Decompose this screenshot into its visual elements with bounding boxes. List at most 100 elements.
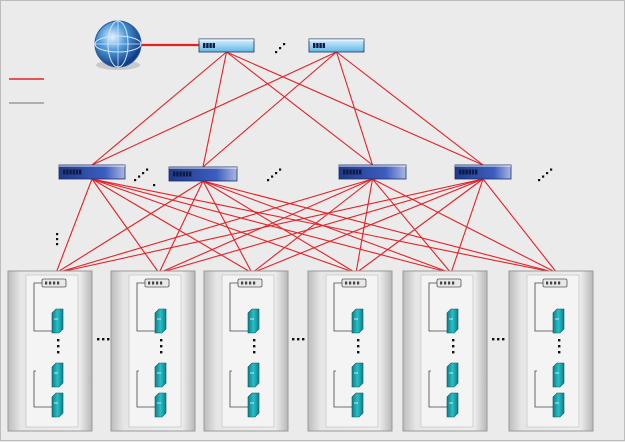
core-switch-1 bbox=[198, 38, 255, 53]
core-switch-2 bbox=[308, 38, 365, 53]
agg-ellipsis-2 bbox=[267, 168, 282, 182]
rack-5 bbox=[402, 270, 488, 432]
server-icon bbox=[154, 392, 167, 418]
server-icon bbox=[247, 362, 260, 388]
agg-rack-link bbox=[202, 180, 253, 274]
core-agg-link bbox=[335, 51, 374, 166]
core-agg-link bbox=[91, 51, 227, 166]
agg-rack-link bbox=[91, 178, 160, 274]
server-icon bbox=[247, 392, 260, 418]
rack-ellipsis-dot bbox=[57, 351, 60, 354]
rack-1 bbox=[7, 270, 93, 432]
tor-switch-icon bbox=[436, 278, 462, 288]
vertical-ellipsis bbox=[56, 233, 59, 246]
agg-rack-link bbox=[55, 180, 204, 274]
agg-rack-link bbox=[158, 178, 484, 274]
agg-ellipsis-1 bbox=[134, 168, 149, 182]
server-icon bbox=[552, 308, 565, 334]
agg-rack-link bbox=[251, 178, 373, 274]
core-agg-link bbox=[226, 51, 373, 166]
core-layer bbox=[198, 38, 365, 53]
server-icon bbox=[154, 308, 167, 334]
server-icon bbox=[552, 392, 565, 418]
tor-switch-icon bbox=[144, 278, 170, 288]
core-agg-link bbox=[336, 51, 484, 166]
server-icon bbox=[247, 308, 260, 334]
rack-layer bbox=[7, 270, 594, 432]
agg-rack-link bbox=[91, 178, 357, 274]
rack-ellipsis bbox=[492, 338, 505, 341]
rack-ellipsis-dot bbox=[357, 351, 360, 354]
agg-rack-link bbox=[355, 178, 484, 274]
tor-switch-icon bbox=[41, 278, 67, 288]
tor-switch-icon bbox=[542, 278, 568, 288]
core-agg-link bbox=[202, 51, 337, 168]
server-icon bbox=[446, 392, 459, 418]
rack-ellipsis-dot bbox=[452, 351, 455, 354]
rack-ellipsis-dot bbox=[253, 351, 256, 354]
tor-switch-icon bbox=[237, 278, 263, 288]
rack-3 bbox=[203, 270, 289, 432]
rack-ellipsis-dot bbox=[357, 339, 360, 342]
rack-4 bbox=[307, 270, 393, 432]
agg-rack-link bbox=[372, 178, 452, 274]
rack-ellipsis bbox=[292, 338, 305, 341]
globe-icon bbox=[94, 20, 142, 70]
rack-ellipsis-dot bbox=[452, 339, 455, 342]
agg-rack-link bbox=[55, 178, 93, 274]
rack-ellipsis-dot bbox=[558, 345, 561, 348]
rack-ellipsis-dot bbox=[253, 345, 256, 348]
agg-switch-3 bbox=[338, 164, 407, 180]
rack-ellipsis-dot bbox=[558, 351, 561, 354]
core-agg-link bbox=[202, 51, 228, 168]
agg-rack-link bbox=[202, 180, 452, 274]
agg-ellipsis-3 bbox=[538, 168, 553, 182]
rack-ellipsis-dot bbox=[160, 345, 163, 348]
core-ellipsis bbox=[275, 43, 286, 54]
agg-rack-link bbox=[482, 178, 558, 274]
rack-ellipsis-dot bbox=[253, 339, 256, 342]
rack-ellipsis-dot bbox=[558, 339, 561, 342]
agg-ellipsis-dot bbox=[153, 184, 156, 187]
agg-rack-link bbox=[158, 180, 204, 274]
aggregation-layer bbox=[58, 164, 512, 182]
server-icon bbox=[51, 308, 64, 334]
server-icon bbox=[446, 362, 459, 388]
agg-rack-link bbox=[202, 180, 558, 274]
rack-ellipsis-dot bbox=[160, 351, 163, 354]
server-icon bbox=[351, 392, 364, 418]
server-icon bbox=[351, 362, 364, 388]
server-icon bbox=[51, 392, 64, 418]
agg-rack-link bbox=[55, 178, 484, 274]
server-icon bbox=[351, 308, 364, 334]
ellipsis-layer bbox=[56, 43, 553, 341]
core-agg-link bbox=[91, 51, 337, 166]
agg-rack-link bbox=[355, 178, 374, 274]
server-icon bbox=[552, 362, 565, 388]
rack-ellipsis-dot bbox=[57, 345, 60, 348]
rack-6 bbox=[508, 270, 594, 432]
legend bbox=[9, 78, 44, 104]
rack-ellipsis-dot bbox=[57, 339, 60, 342]
rack-ellipsis-dot bbox=[452, 345, 455, 348]
agg-switch-4 bbox=[454, 164, 512, 180]
agg-rack-link bbox=[372, 178, 558, 274]
rack-ellipsis-dot bbox=[357, 345, 360, 348]
server-icon bbox=[154, 362, 167, 388]
links-layer bbox=[55, 43, 558, 274]
agg-rack-link bbox=[251, 178, 484, 274]
rack-2 bbox=[110, 270, 196, 432]
rack-ellipsis bbox=[97, 338, 110, 341]
server-icon bbox=[446, 308, 459, 334]
tor-switch-icon bbox=[341, 278, 367, 288]
server-icon bbox=[51, 362, 64, 388]
agg-rack-link bbox=[158, 178, 373, 274]
agg-rack-link bbox=[55, 178, 373, 274]
agg-switch-2 bbox=[168, 166, 238, 182]
agg-switch-1 bbox=[58, 164, 126, 180]
agg-rack-link bbox=[202, 180, 357, 274]
rack-ellipsis-dot bbox=[160, 339, 163, 342]
agg-rack-link bbox=[91, 178, 253, 274]
